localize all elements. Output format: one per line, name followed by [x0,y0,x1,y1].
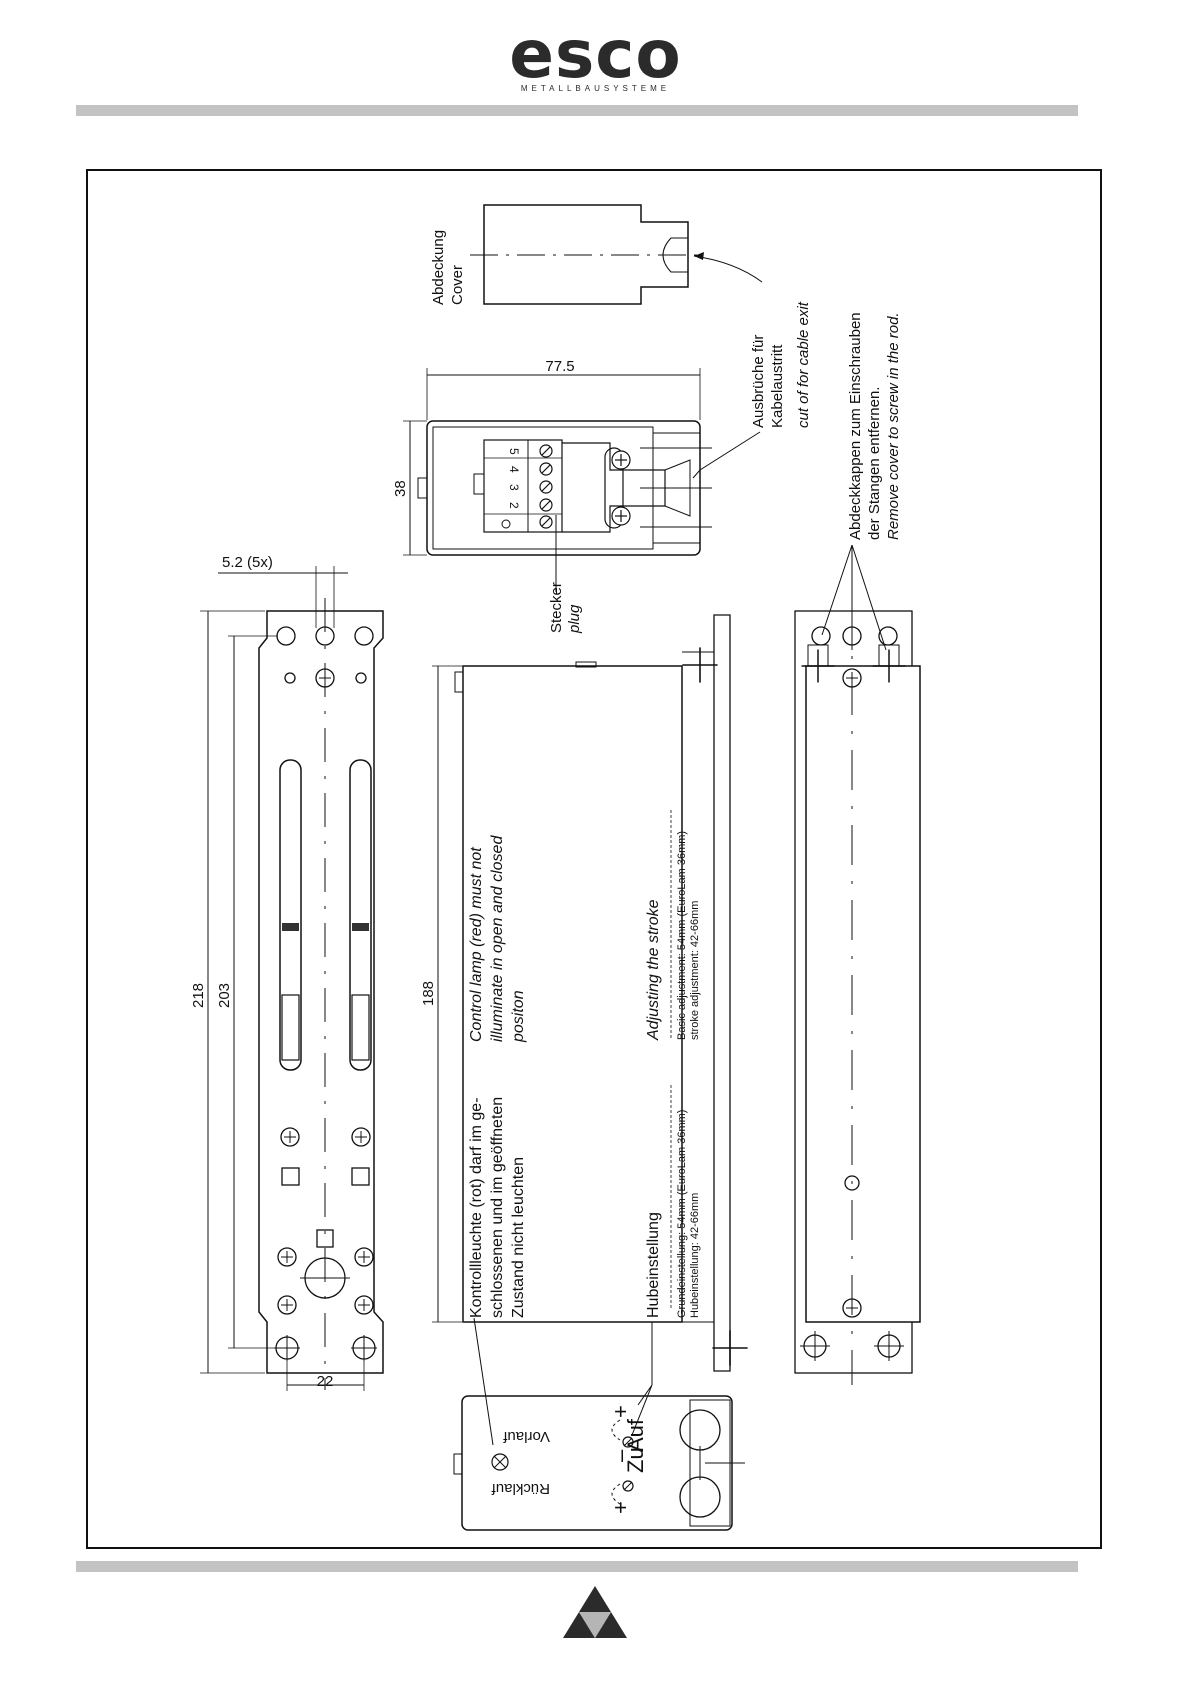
cover-label-en: Cover [449,265,466,305]
connector-housing-view [417,420,712,556]
dim-height-38: 38 [392,480,409,497]
zu-label: Zu [623,1447,648,1473]
cable-exit-label-de2: Kabelaustritt [769,344,786,428]
lamp-note-en-2: illuminate in open and closed [489,835,506,1042]
lamp-note-en-3: positon [510,990,527,1043]
caps-label-de2: der Stangen entfernen. [866,387,883,540]
housing-top-view [794,600,921,1385]
header-bar [76,105,1078,116]
cover-view [470,204,763,305]
housing-end-view [453,1395,745,1531]
stroke-en-line-2: stroke adjustment: 42-66mm [689,901,701,1040]
cable-exit-label-en: cut of for cable exit [795,301,812,428]
plug-label-de: Stecker [548,582,565,633]
lamp-note-de-2: schlossenen und im geöffneten [489,1097,506,1318]
dim-length-188: 188 [420,981,437,1006]
dim-length-203: 203 [216,983,233,1008]
logo-subtitle: METALLBAUSYSTEME [520,84,671,93]
auf-label: Auf [623,1418,648,1452]
caps-label-de1: Abdeckkappen zum Einschrauben [847,312,864,540]
terminal-number-4: 4 [507,466,521,473]
mounting-plate-view [258,598,384,1390]
stroke-de-line-2: Hubeinstellung: 42-66mm [689,1193,701,1318]
footer-triangle-logo [563,1586,627,1638]
housing-side-view [454,614,749,1372]
ruecklauf-label: Rücklauf [491,1480,550,1497]
dim-width-77-5: 77.5 [545,358,574,375]
plus-sign-zu: + [608,1501,633,1514]
minus-sign: – [608,1449,633,1462]
terminal-number-2: 2 [507,502,521,509]
caps-label-en: Remove cover to screw in the rod. [885,312,902,540]
lamp-note-en-1: Control lamp (red) must not [468,847,485,1042]
dim-width-22: 22 [317,1373,334,1390]
earth-symbol [501,519,511,529]
dim-length-218: 218 [190,983,207,1008]
caps-leader [821,544,887,651]
stroke-en-line-1: Basic adjustment: 54mm (EuroLam 36mm) [676,831,688,1040]
cover-label-de: Abdeckung [430,230,447,305]
plug-label-en: plug [566,604,583,634]
stroke-title-de: Hubeinstellung [645,1212,662,1318]
lamp-note-de-1: Kontrollleuchte (rot) darf im ge- [468,1097,485,1318]
logo-wordmark: esco [509,16,682,93]
cable-exit-leader [692,431,761,479]
terminal-number-5: 5 [507,448,521,455]
footer-bar [76,1561,1078,1572]
dim-hole-dia: 5.2 (5x) [222,554,273,571]
stroke-de-line-1: Grundeinstellung: 54mm (EuroLam 36mm) [676,1110,688,1318]
drawing-frame [86,169,1102,1549]
cable-exit-label-de1: Ausbrüche für [750,335,767,428]
terminal-number-3: 3 [507,484,521,491]
lamp-note-de-3: Zustand nicht leuchten [510,1157,527,1318]
plus-sign-auf: + [608,1405,633,1418]
stroke-title-en: Adjusting the stroke [645,899,662,1041]
vorlauf-label: Vorlauf [502,1428,550,1445]
